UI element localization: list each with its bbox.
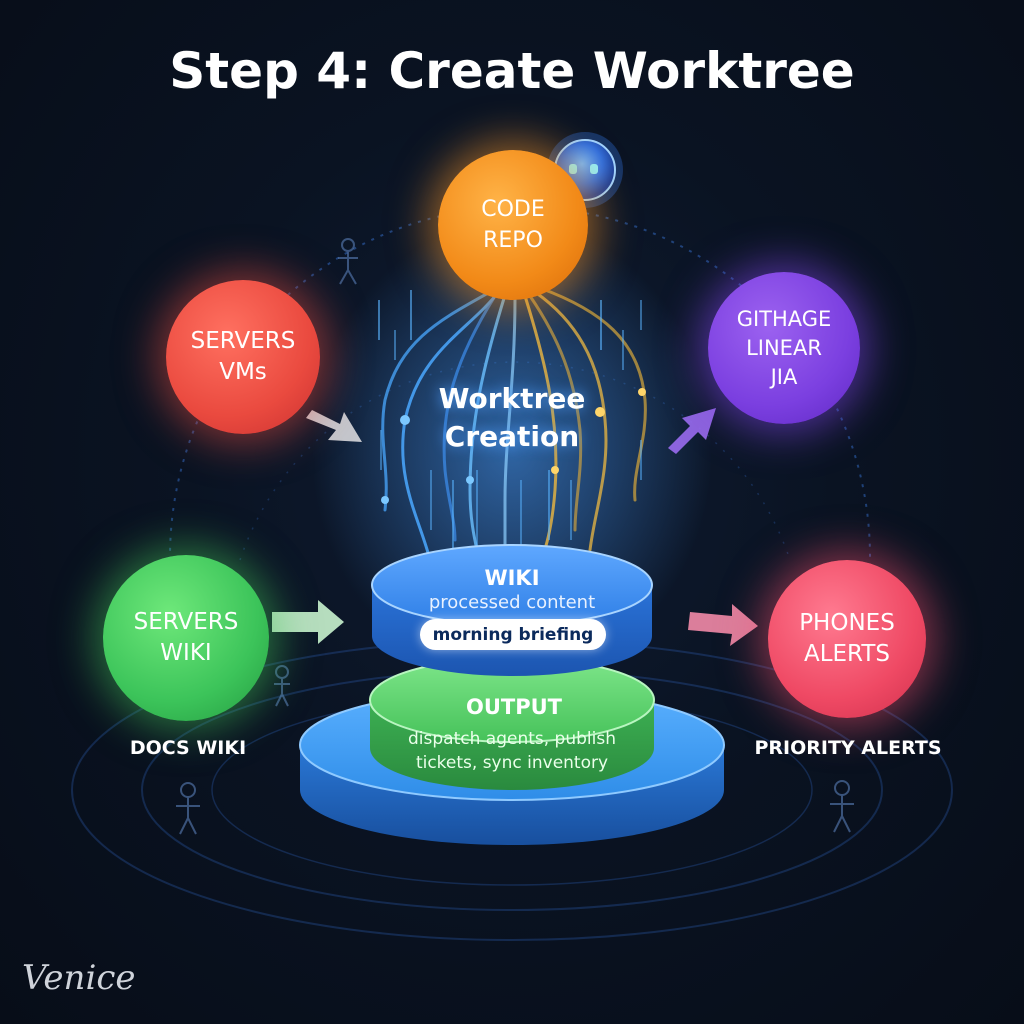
node-phones-line-2: ALERTS bbox=[803, 641, 891, 667]
wiki-disk-subtitle: processed content bbox=[428, 592, 596, 613]
output-disk-line-1: dispatch agents, publish bbox=[408, 729, 616, 749]
output-disk bbox=[369, 657, 655, 790]
node-github-line-3: JIA bbox=[770, 364, 798, 389]
node-servers-vms-line-1: SERVERS bbox=[190, 328, 296, 354]
node-github: GITHAGE LINEAR JIA bbox=[708, 272, 860, 424]
node-github-line-2: LINEAR bbox=[746, 335, 822, 360]
arrow-wiki-to-disk bbox=[272, 600, 344, 644]
node-servers-wiki-line-1: SERVERS bbox=[133, 609, 239, 635]
docs-wiki-label: DOCS WIKI bbox=[129, 737, 247, 759]
node-code-repo-line-2: REPO bbox=[483, 228, 543, 253]
venice-watermark: Venice bbox=[22, 958, 136, 998]
output-disk-line-2: tickets, sync inventory bbox=[415, 753, 609, 773]
output-disk-description: dispatch agents, publish tickets, sync i… bbox=[384, 727, 640, 775]
person-icons bbox=[176, 238, 854, 835]
node-servers-wiki-line-2: WIKI bbox=[160, 640, 212, 666]
node-servers-wiki: SERVERS WIKI bbox=[103, 555, 269, 721]
page-title: Step 4: Create Worktree bbox=[169, 42, 855, 100]
priority-alerts-label: PRIORITY ALERTS bbox=[754, 737, 942, 759]
arrow-servers-vms-to-center bbox=[306, 410, 362, 442]
arrow-center-to-github bbox=[668, 408, 716, 454]
worktree-creation-label: Worktree Creation bbox=[392, 380, 632, 456]
node-github-line-1: GITHAGE bbox=[736, 306, 832, 331]
node-phones-line-1: PHONES bbox=[799, 610, 895, 636]
node-code-repo-line-1: CODE bbox=[481, 197, 545, 222]
node-code-repo: CODE REPO bbox=[438, 150, 588, 300]
wiki-disk-title: WIKI bbox=[484, 566, 540, 590]
orbit-arc bbox=[169, 205, 871, 641]
node-phones-alerts: PHONES ALERTS bbox=[768, 560, 926, 718]
center-line-1: Worktree bbox=[438, 382, 586, 415]
arrow-disk-to-phones bbox=[688, 604, 758, 646]
morning-briefing-pill: morning briefing bbox=[420, 619, 606, 650]
stream-nodes bbox=[551, 388, 646, 474]
orbit-arc-inner bbox=[239, 361, 791, 561]
node-servers-vms: SERVERS VMs bbox=[166, 280, 320, 434]
node-servers-vms-line-2: VMs bbox=[219, 359, 267, 385]
digital-rain bbox=[378, 290, 642, 550]
output-disk-title: OUTPUT bbox=[466, 695, 562, 719]
center-line-2: Creation bbox=[444, 420, 580, 453]
